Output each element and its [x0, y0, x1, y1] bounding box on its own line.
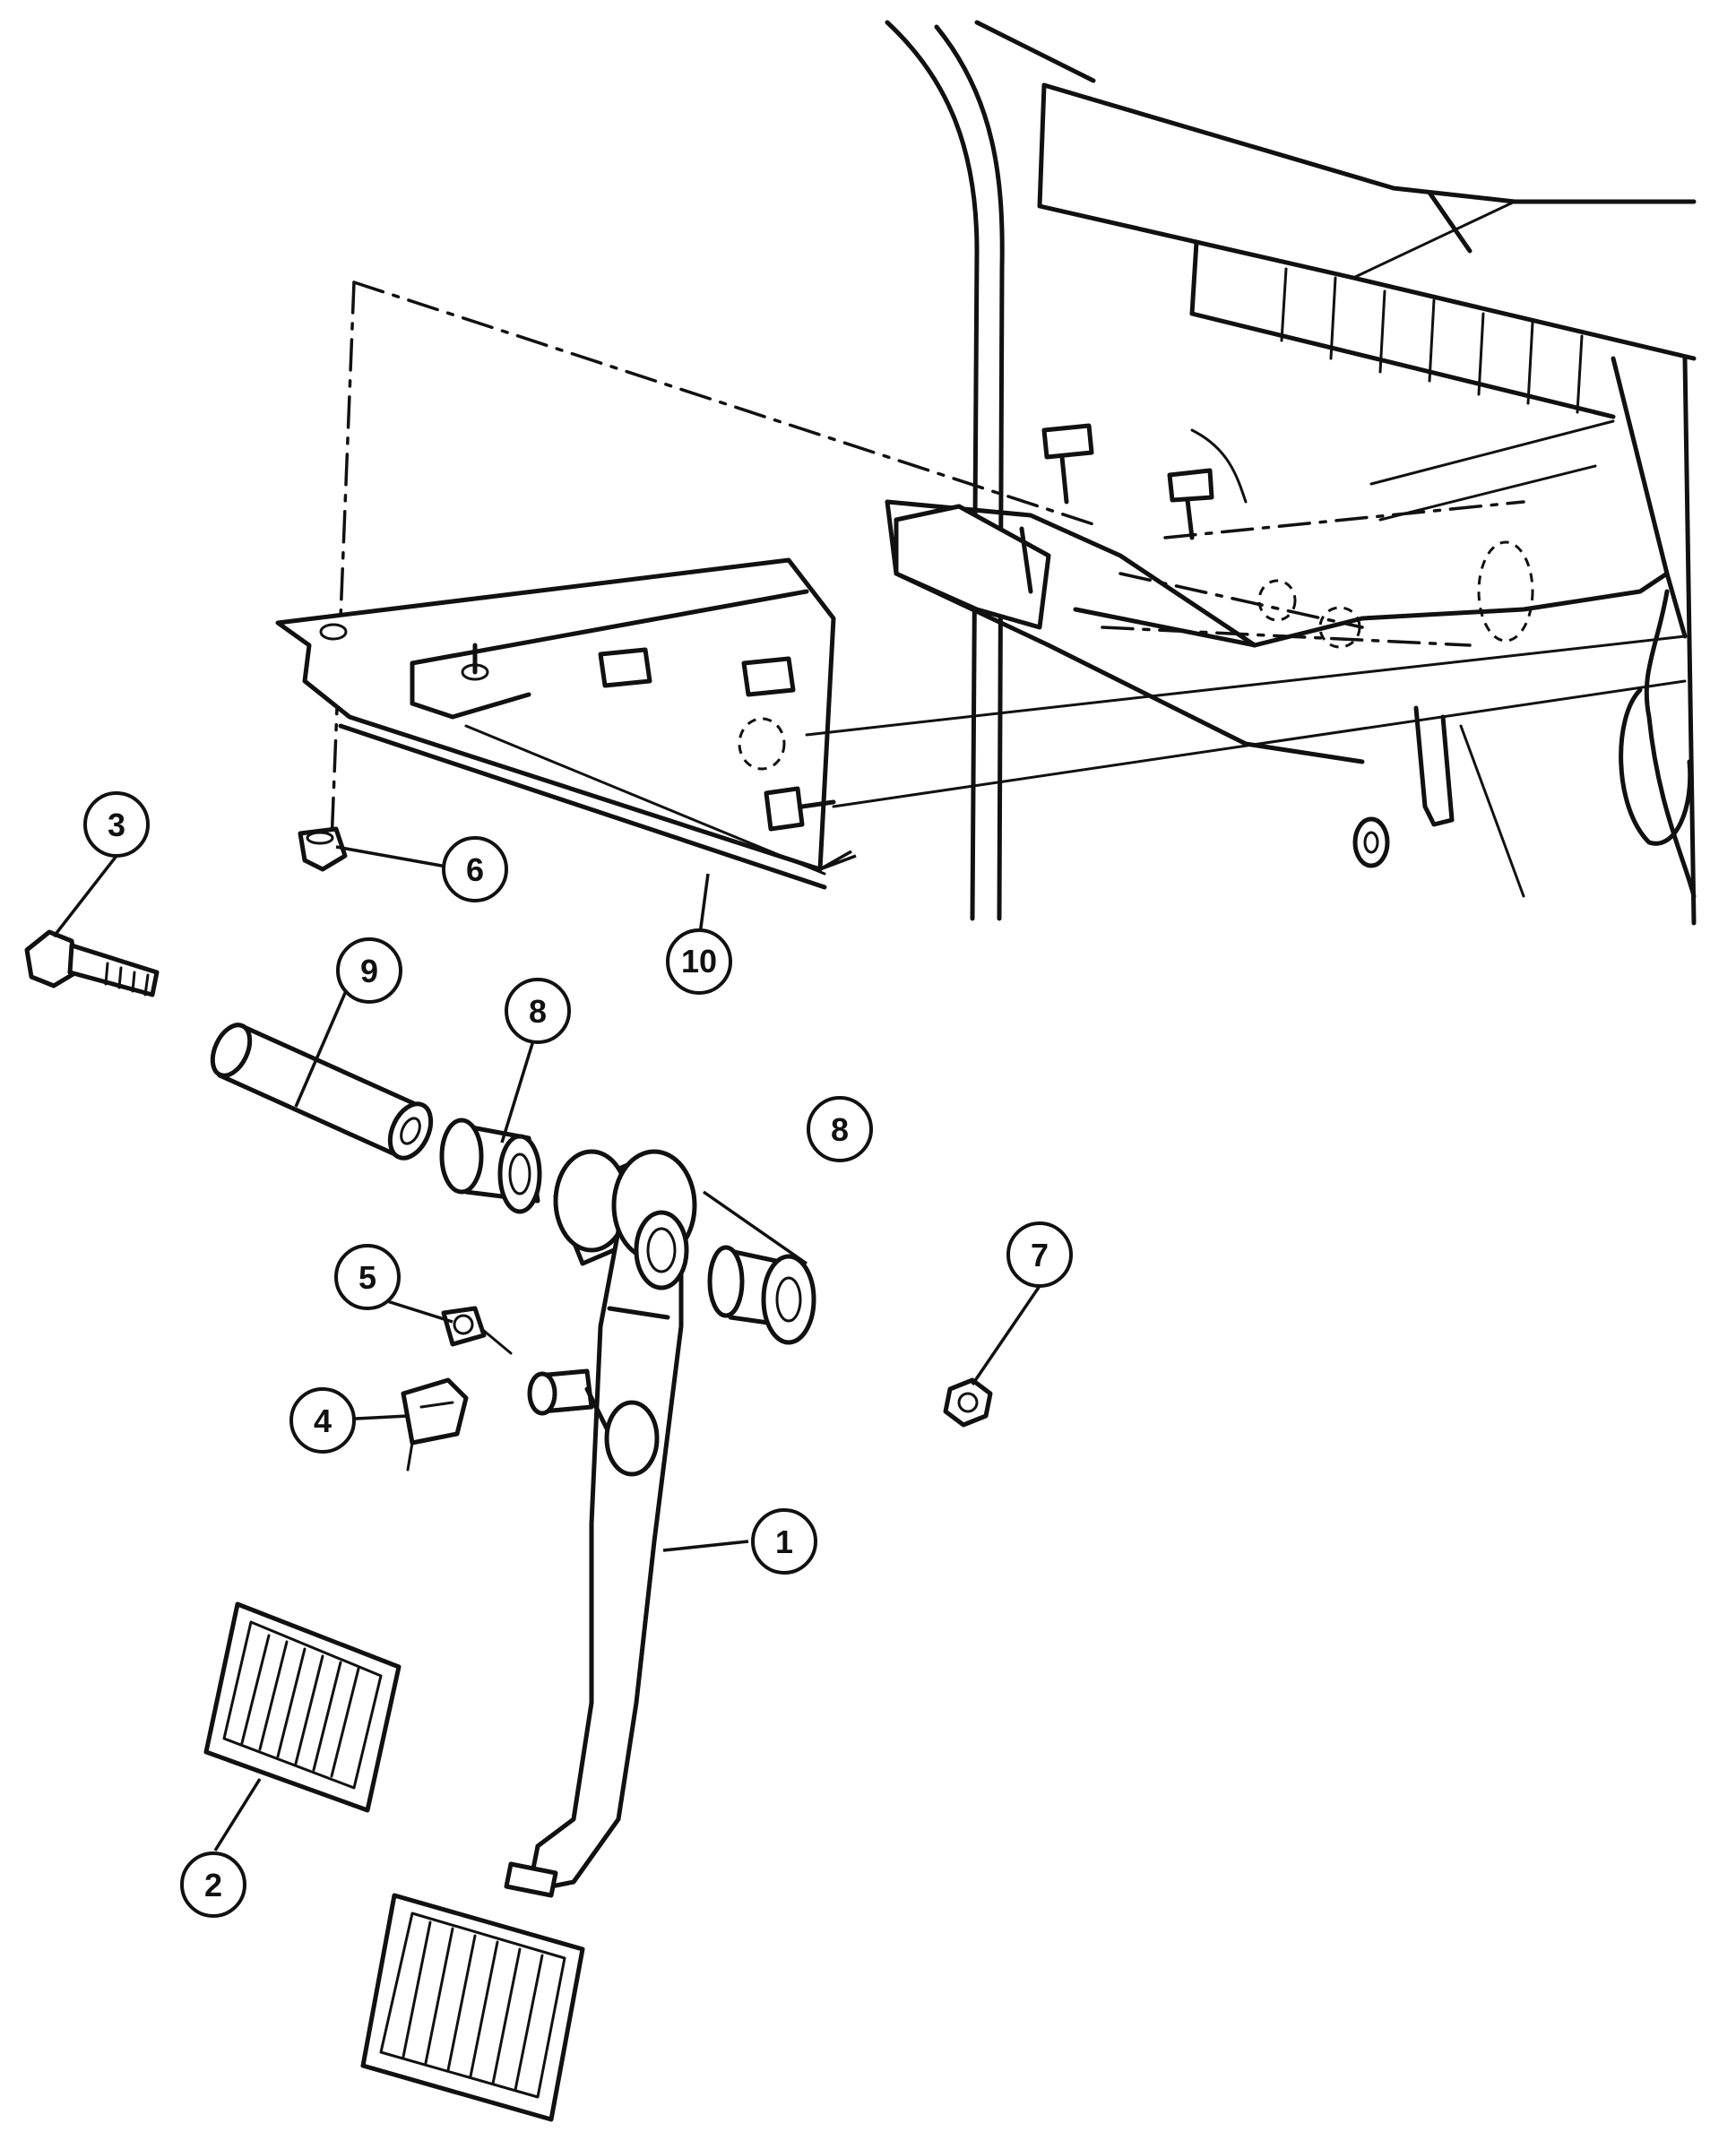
callout-10: 10	[666, 928, 732, 995]
support-bracket	[275, 557, 1687, 890]
callout-4: 4	[289, 1387, 356, 1454]
callout-5: 5	[334, 1244, 401, 1310]
vehicle-structure	[885, 20, 1697, 926]
callout-6: 6	[442, 836, 508, 902]
pedal-pad-installed	[360, 1893, 585, 2122]
svg-text:6: 6	[466, 851, 484, 888]
bracket-screw-icon	[1167, 468, 1214, 540]
svg-text:5: 5	[358, 1259, 376, 1296]
brake-pedal-arm-part	[504, 1149, 697, 1898]
svg-text:4: 4	[314, 1402, 332, 1439]
bracket-screw-icon	[764, 786, 836, 832]
svg-text:7: 7	[1031, 1237, 1049, 1273]
pivot-bolt-part	[24, 929, 160, 997]
grommet-icon	[1352, 816, 1390, 868]
callout-8-left: 8	[505, 978, 571, 1044]
pedal-pad-part	[203, 1601, 402, 1813]
pedal-bushing-part	[707, 1245, 816, 1345]
svg-text:8: 8	[529, 993, 547, 1030]
callout-1: 1	[751, 1508, 817, 1575]
callout-8-right: 8	[807, 1096, 873, 1162]
pedal-bushing-part	[439, 1118, 542, 1214]
callout-7: 7	[1006, 1221, 1073, 1288]
svg-text:10: 10	[681, 943, 717, 980]
svg-text:8: 8	[831, 1111, 849, 1148]
callout-2: 2	[180, 1851, 246, 1918]
assembly-reference-lines	[330, 280, 1525, 844]
svg-text:2: 2	[204, 1867, 222, 1903]
switch-nut-part	[441, 1306, 513, 1355]
clip-nut-part	[298, 826, 348, 872]
svg-text:9: 9	[360, 953, 378, 989]
pivot-sleeve-part	[210, 1023, 434, 1161]
callout-9: 9	[336, 937, 402, 1004]
callout-leaders	[52, 845, 1041, 1851]
svg-text:1: 1	[775, 1523, 793, 1560]
callout-3: 3	[83, 791, 150, 858]
bracket-screw-icon	[1041, 423, 1094, 505]
svg-text:3: 3	[108, 807, 125, 843]
pivot-nut-part	[943, 1377, 993, 1428]
retainer-clip-part	[401, 1377, 469, 1472]
dash-vents	[1189, 239, 1616, 419]
